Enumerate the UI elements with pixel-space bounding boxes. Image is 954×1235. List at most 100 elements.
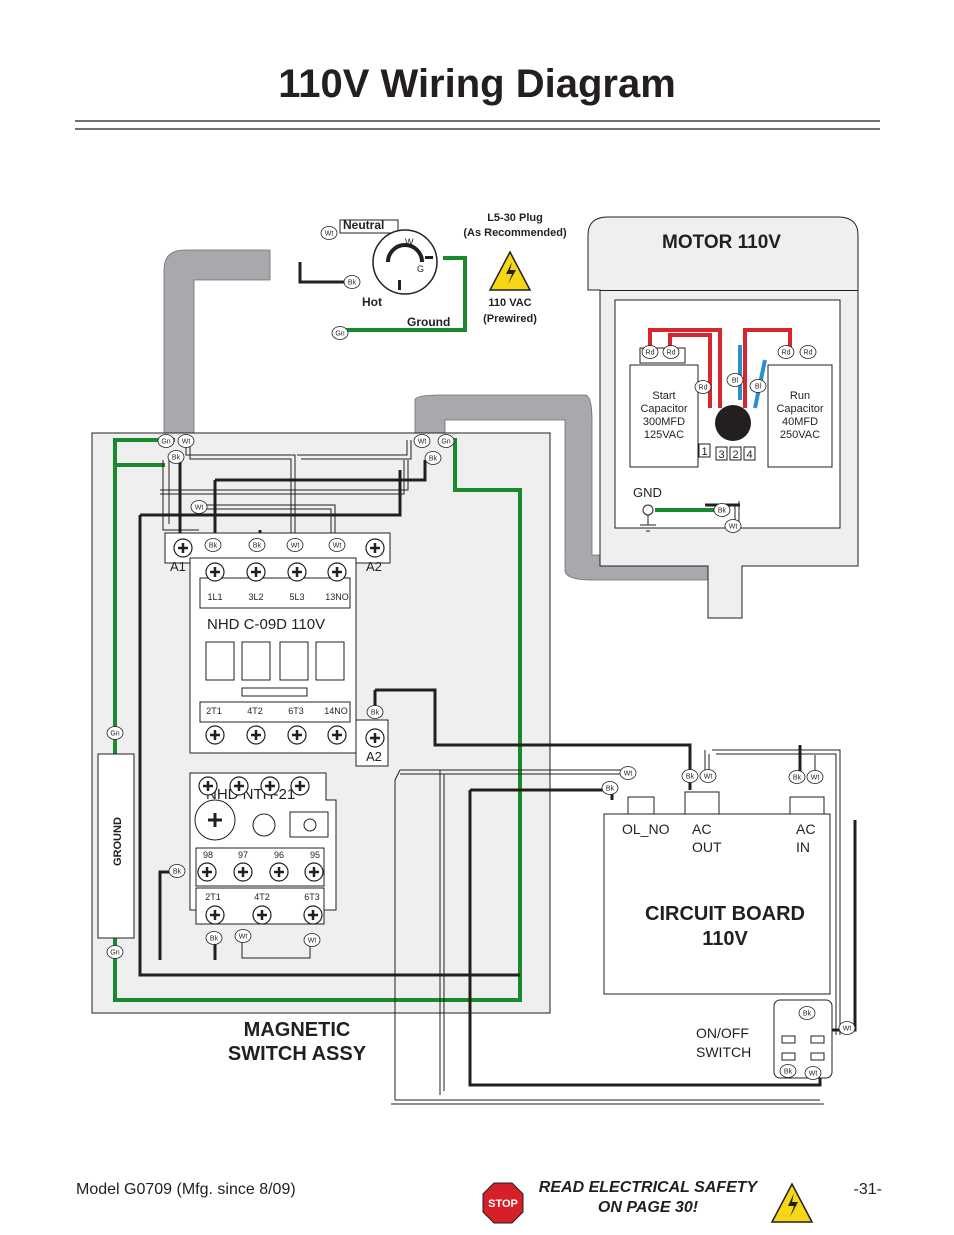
wire-tag-label: Bk	[204, 538, 222, 552]
magnetic-switch-label-2: SWITCH ASSY	[228, 1043, 367, 1065]
wire-tag-label: Wt	[699, 769, 717, 783]
svg-text:Rd: Rd	[804, 350, 813, 357]
motor-terminal-2: 2	[732, 449, 738, 461]
wire-tag-label: Gn	[106, 726, 124, 740]
ground-bar-label: GROUND	[112, 817, 124, 866]
terminal-screw-icon	[229, 776, 249, 796]
svg-text:Bk: Bk	[686, 774, 695, 781]
motor-terminal-1: 1	[701, 446, 707, 458]
footer-page-number: -31-	[853, 1181, 882, 1198]
page-title: 110V Wiring Diagram	[278, 62, 676, 106]
terminal-screw-icon	[246, 725, 266, 745]
wire-tag-label: Bl	[749, 379, 767, 393]
terminal-screw-icon	[287, 725, 307, 745]
wire-tag-label: Bk	[248, 538, 266, 552]
start-capacitor	[629, 364, 699, 468]
warning-note-label: (Prewired)	[483, 313, 537, 325]
svg-text:Wt: Wt	[811, 775, 820, 782]
stop-sign-icon: STOP	[482, 1182, 524, 1224]
svg-text:Bk: Bk	[718, 508, 727, 515]
svg-text:Wt: Wt	[325, 231, 334, 238]
run-capacitor	[767, 364, 833, 468]
svg-text:Rd: Rd	[699, 385, 708, 392]
terminal-screw-icon	[173, 538, 193, 558]
plug-ground-label: Ground	[407, 315, 450, 329]
svg-text:Bk: Bk	[172, 455, 181, 462]
onoff-label-2: SWITCH	[696, 1044, 751, 1060]
wire-tag-label: Wt	[413, 434, 431, 448]
contactor-term-1l1: 1L1	[207, 592, 222, 602]
svg-text:Wt: Wt	[333, 543, 342, 550]
contactor-a1-label: A1	[170, 559, 186, 574]
wire-tag-label: Rd	[777, 345, 795, 359]
wire-tag-label: Wt	[838, 1021, 856, 1035]
motor-terminal-4: 4	[746, 449, 752, 461]
terminal-screw-icon	[269, 862, 289, 882]
wire-tag-label: Bk	[167, 450, 185, 464]
terminal-screw-icon	[205, 562, 225, 582]
plug-neutral-label: Neutral	[343, 218, 384, 232]
wire-tag-label: Bk	[601, 781, 619, 795]
run-cap-line-4: 250VAC	[780, 429, 820, 441]
svg-text:Wt: Wt	[239, 934, 248, 941]
overload-term-95: 95	[310, 850, 320, 860]
svg-text:Wt: Wt	[809, 1071, 818, 1078]
svg-text:Wt: Wt	[182, 439, 191, 446]
wire-tag-label: Wt	[234, 929, 252, 943]
svg-text:Bk: Bk	[784, 1069, 793, 1076]
cb-ac-in-label-1: AC	[796, 821, 815, 837]
wire-tag-label: Bk	[713, 503, 731, 517]
terminal-screw-icon	[365, 728, 385, 748]
conduit	[163, 249, 741, 581]
svg-text:Bk: Bk	[793, 775, 802, 782]
cb-ol-no-connector	[627, 796, 655, 815]
svg-text:Wt: Wt	[729, 524, 738, 531]
svg-text:Bl: Bl	[755, 384, 762, 391]
svg-text:Gn: Gn	[441, 439, 450, 446]
contactor-term-14no: 14NO	[324, 706, 348, 716]
svg-text:Bk: Bk	[803, 1011, 812, 1018]
plug-g-label: G	[417, 264, 424, 274]
terminal-screw-icon	[365, 538, 385, 558]
wire-tag-label: Bk	[205, 931, 223, 945]
wire-tag-label: Bk	[343, 275, 361, 289]
cb-ac-in-label-2: IN	[796, 839, 810, 855]
wire-tag-label: Bk	[681, 769, 699, 783]
start-cap-line-3: 300MFD	[643, 416, 685, 428]
wire-tag-label: Rd	[799, 345, 817, 359]
terminal-screw-icon	[246, 562, 266, 582]
wire-tag-label: Wt	[328, 538, 346, 552]
cb-ac-out-label-1: AC	[692, 821, 711, 837]
overload-term-97: 97	[238, 850, 248, 860]
svg-text:Gn: Gn	[110, 731, 119, 738]
footer-safety-line-1: READ ELECTRICAL SAFETY	[538, 1179, 758, 1196]
terminal-screw-icon	[287, 562, 307, 582]
wire-tag-label: Wt	[806, 770, 824, 784]
svg-text:Bk: Bk	[348, 280, 357, 287]
wire-tag-label: Wt	[303, 933, 321, 947]
svg-text:Wt: Wt	[624, 771, 633, 778]
contactor-term-5l3: 5L3	[289, 592, 304, 602]
terminal-screw-icon	[205, 905, 225, 925]
wire-tag-label: Rd	[694, 380, 712, 394]
wire-tag-label: Bk	[788, 770, 806, 784]
wire-tag-label: Gn	[331, 326, 349, 340]
terminal-screw-icon	[260, 776, 280, 796]
plug-name-label: L5-30 Plug	[487, 212, 543, 224]
cb-ol-no-label: OL_NO	[622, 821, 670, 837]
run-cap-line-2: Capacitor	[776, 403, 823, 415]
terminal-screw-icon	[327, 562, 347, 582]
contactor-term-4t2: 4T2	[247, 706, 263, 716]
run-cap-line-1: Run	[790, 390, 810, 402]
footer-safety: READ ELECTRICAL SAFETY ON PAGE 30!	[528, 1178, 768, 1218]
svg-text:Gn: Gn	[161, 439, 170, 446]
svg-text:Wt: Wt	[704, 774, 713, 781]
terminal-screws	[106, 538, 385, 925]
svg-text:Rd: Rd	[667, 350, 676, 357]
ground-symbol-icon	[640, 504, 656, 532]
terminal-screw-icon	[303, 905, 323, 925]
wire-tag-label: Bk	[168, 864, 186, 878]
svg-text:Bk: Bk	[173, 869, 182, 876]
overload-term-4t2: 4T2	[254, 892, 270, 902]
